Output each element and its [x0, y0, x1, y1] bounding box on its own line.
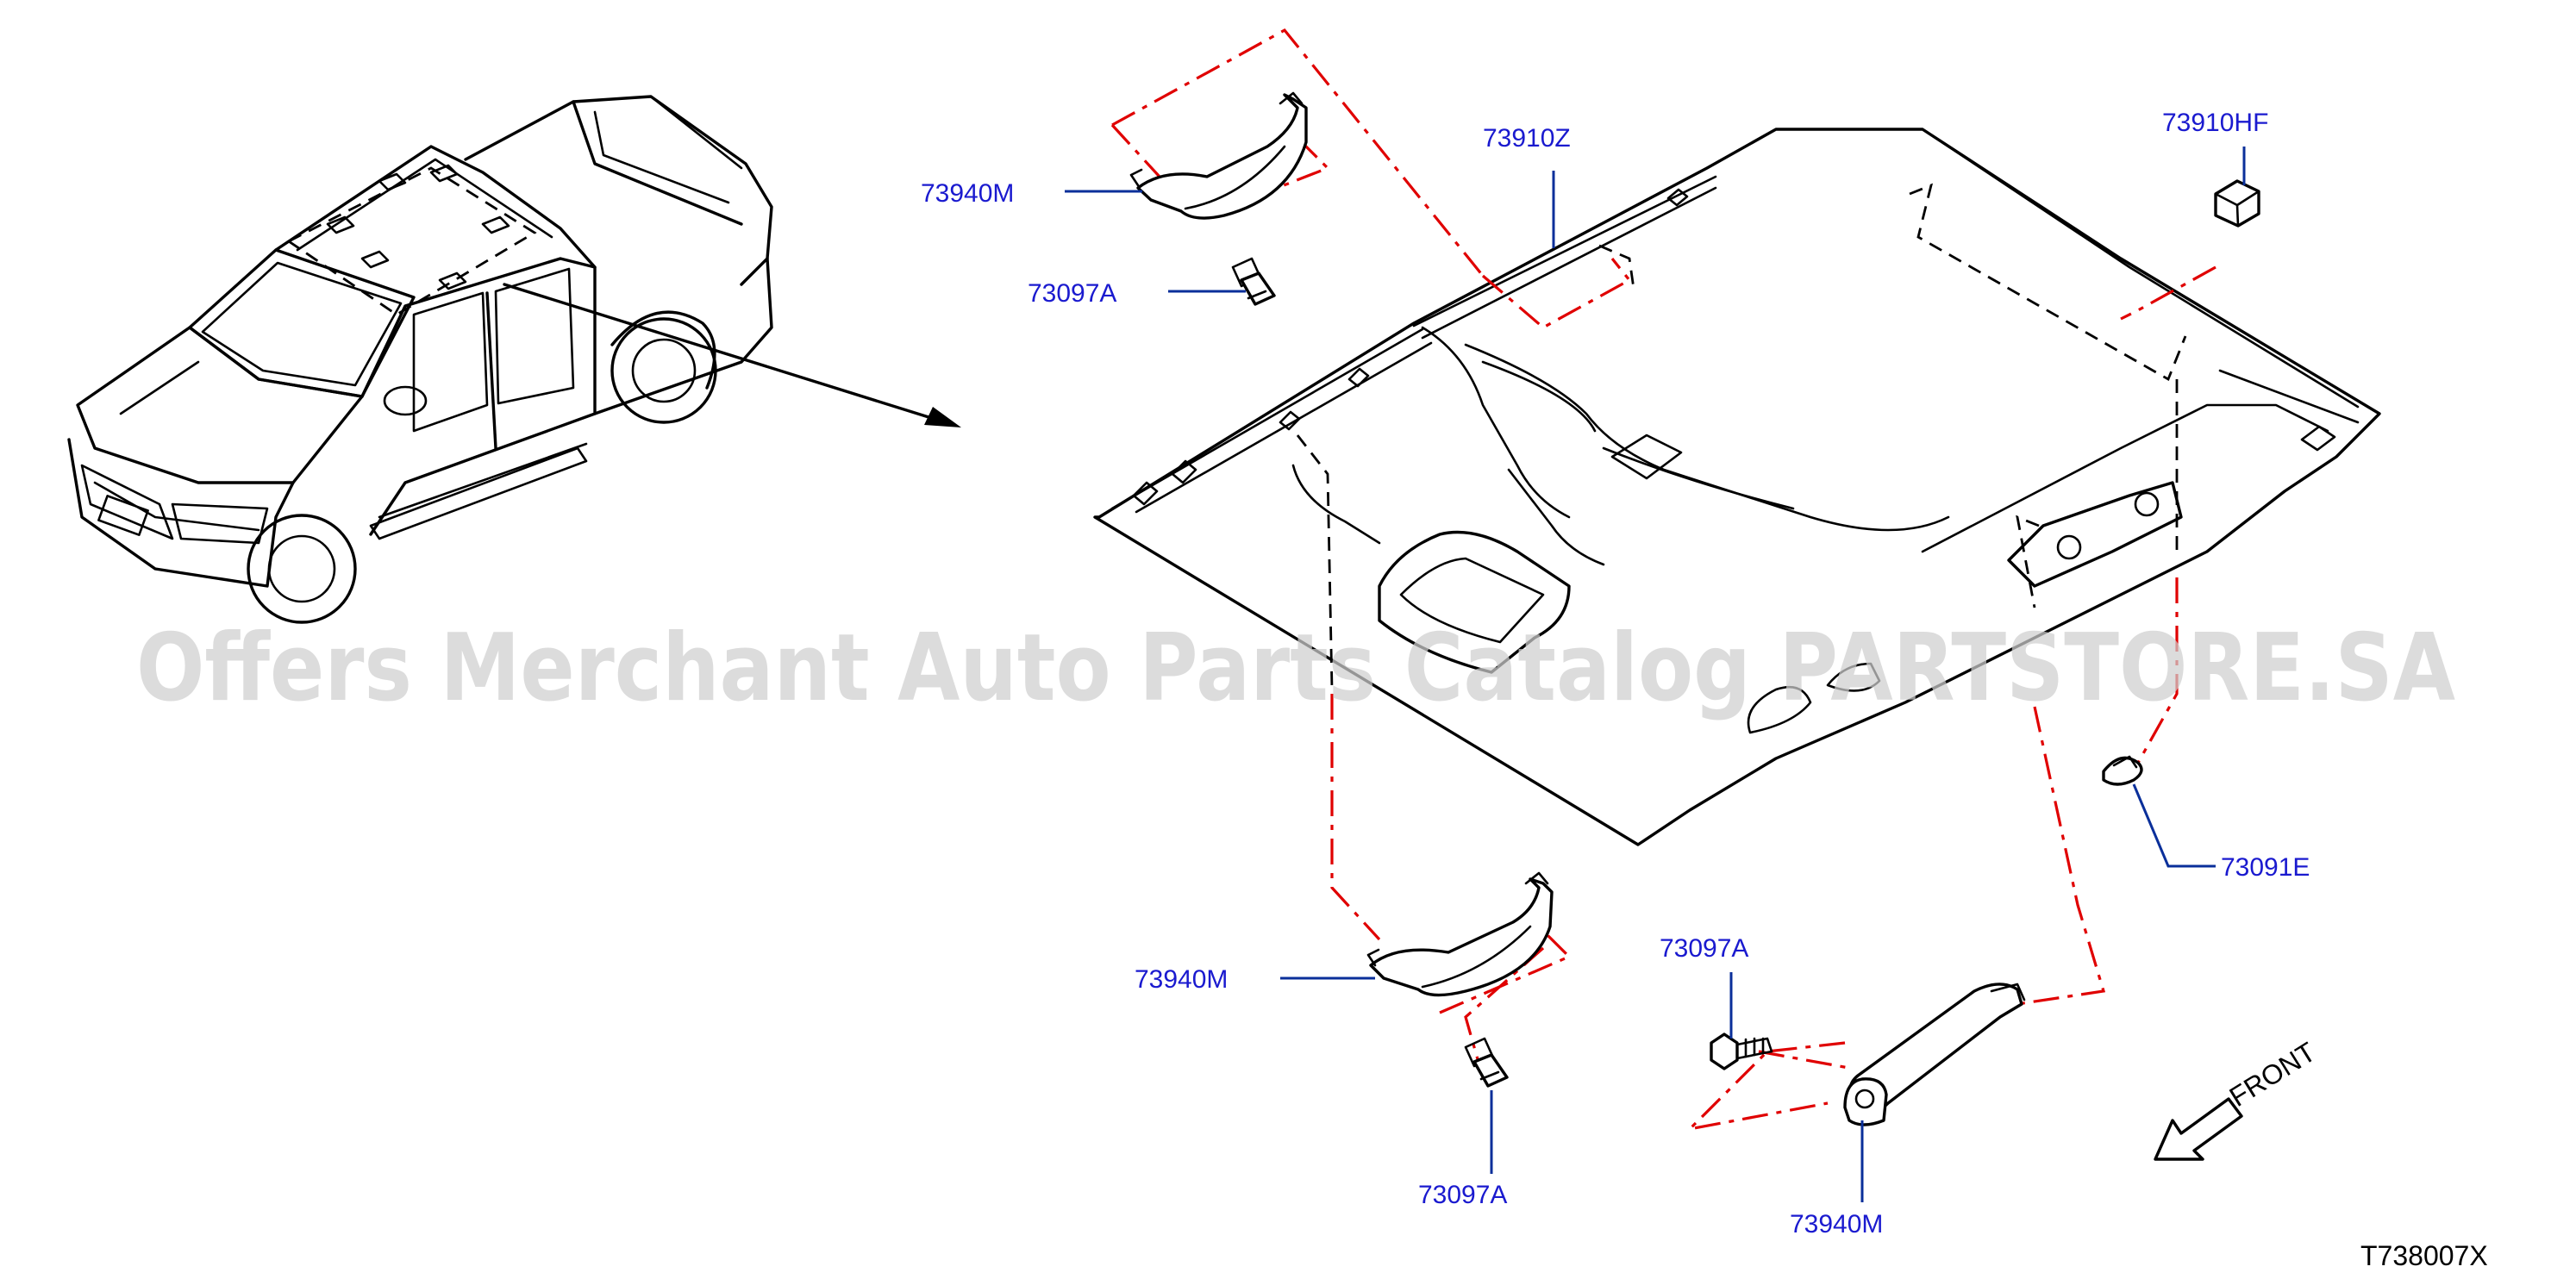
callout-assist-grip-upper: 73940M	[921, 179, 1014, 208]
callout-assist-grip-rear: 73940M	[1790, 1210, 1883, 1238]
diagram-reference: T738007X	[2360, 1240, 2488, 1271]
leader-lines	[1065, 147, 2246, 1202]
callout-clip-hf: 73910HF	[2162, 109, 2268, 137]
callout-screw-lower: 73097A	[1418, 1181, 1507, 1209]
callout-headlining: 73910Z	[1483, 124, 1571, 153]
callout-assist-grip-mid: 73940M	[1135, 965, 1228, 994]
watermark: Offers Merchant Auto Parts Catalog PARTS…	[136, 615, 2455, 722]
assist-grip-upper	[1129, 91, 1308, 220]
callout-clip-e: 73091E	[2221, 853, 2310, 882]
front-label: FRONT	[2224, 1036, 2322, 1113]
screw-lower	[1464, 1037, 1509, 1088]
screw-mid-right	[1710, 1033, 1773, 1070]
clip-hf	[2214, 179, 2260, 228]
assist-grip-mid	[1366, 871, 1554, 997]
assist-grip-rear	[1843, 983, 2026, 1126]
screw-upper	[1231, 257, 1276, 306]
callout-screw-mid-right: 73097A	[1660, 934, 1748, 963]
vehicle-illustration	[67, 95, 961, 624]
headlining-panel	[1093, 128, 2381, 846]
clip-e	[2102, 755, 2143, 786]
front-direction-indicator: FRONT	[2154, 1036, 2322, 1161]
callout-screw-upper: 73097A	[1028, 279, 1116, 308]
phantom-lines	[1110, 28, 2216, 1132]
